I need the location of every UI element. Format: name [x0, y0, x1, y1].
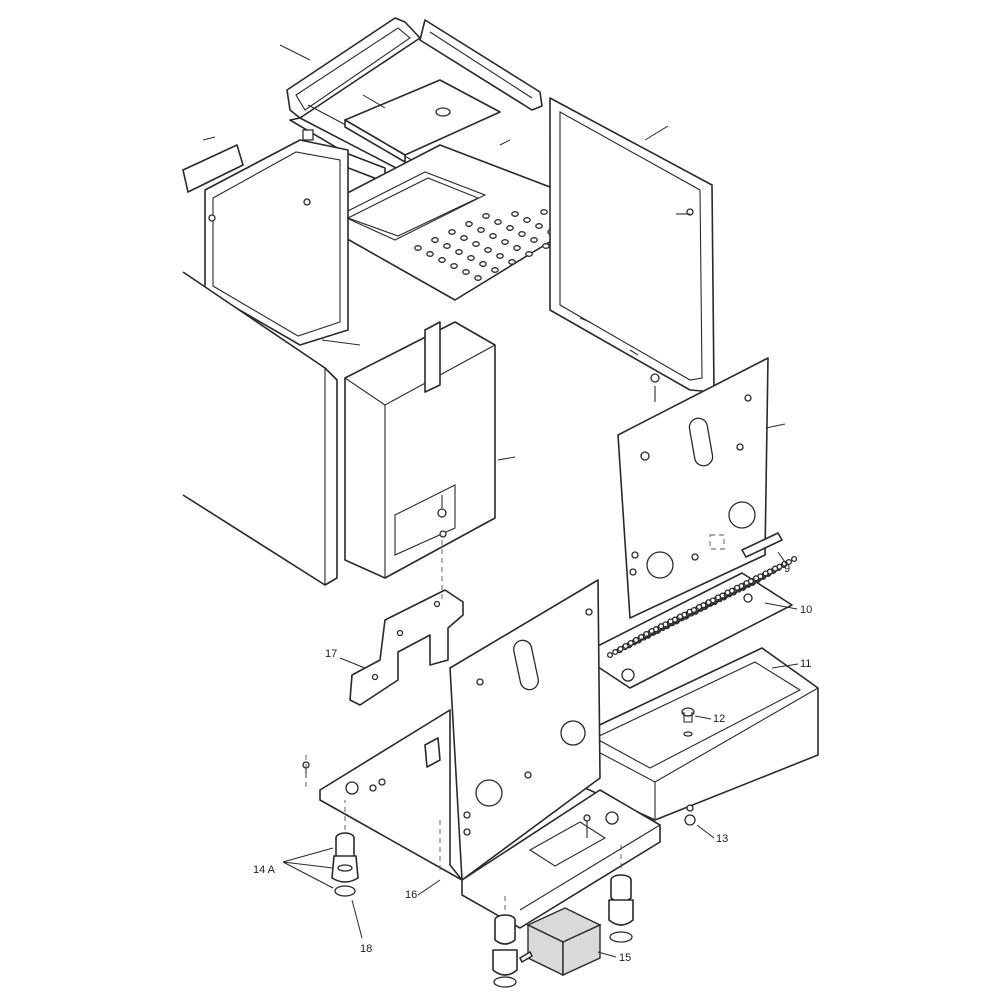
grille-hole: [643, 630, 650, 638]
left-inner-panel: [182, 136, 349, 346]
vent-hole: [513, 245, 521, 251]
vent-hole: [523, 217, 531, 223]
vent-hole: [508, 259, 516, 265]
callout-16: 16: [405, 889, 417, 901]
vent-hole: [474, 275, 482, 281]
float-part: [681, 707, 695, 737]
vent-hole: [496, 253, 504, 259]
grille-hole: [658, 623, 665, 630]
bracket: [349, 589, 464, 706]
grille-hole: [696, 603, 703, 611]
vent-hole: [530, 237, 538, 243]
foot-left-bottom: [331, 855, 359, 897]
screws: [302, 530, 696, 826]
vent-hole: [489, 233, 497, 239]
vent-hole: [506, 225, 514, 231]
grille-hole: [705, 599, 712, 606]
grille-hole: [648, 627, 655, 635]
vent-hole: [501, 239, 509, 245]
grille-hole: [622, 642, 629, 650]
grille-hole: [606, 651, 614, 659]
grille-hole: [724, 589, 731, 596]
callout-13: 13: [716, 833, 728, 845]
vent-hole: [438, 257, 446, 263]
callout-9: 9: [784, 563, 790, 575]
vent-hole: [460, 235, 468, 241]
grille-hole: [753, 575, 760, 582]
assembly-lines: [305, 540, 622, 910]
callout-labels: 9 10 11 12 13 14 A 15 16 17 18: [253, 563, 812, 964]
vent-hole: [525, 251, 533, 257]
vent-hole: [542, 243, 550, 249]
foot-right-bottom: [608, 899, 634, 943]
vent-hole: [455, 249, 463, 255]
top-perforated-cover: [304, 144, 606, 301]
callout-11: 11: [800, 658, 811, 670]
grille-hole: [612, 648, 619, 656]
grille-hole: [762, 570, 769, 577]
vent-hole: [467, 255, 475, 261]
vent-hole: [484, 247, 492, 253]
drain-box: [519, 907, 602, 977]
callout-14a: 14 A: [253, 864, 276, 876]
vent-hole: [479, 261, 487, 267]
callout-12: 12: [713, 713, 725, 725]
vent-hole: [431, 237, 439, 243]
callout-18: 18: [360, 943, 372, 955]
vent-hole: [448, 229, 456, 235]
vent-hole: [540, 209, 548, 215]
vent-hole: [443, 243, 451, 249]
vent-hole: [414, 245, 422, 251]
leader-lines: [279, 44, 799, 958]
grille-hole: [617, 645, 624, 653]
foot-mid-top: [494, 914, 516, 945]
left-outer-panel: [182, 271, 338, 586]
square-marker: [302, 129, 314, 141]
foot-mid-bottom: [492, 949, 518, 988]
callout-17: 17: [325, 648, 337, 660]
grille-hole: [743, 579, 750, 587]
grille-hole: [638, 633, 645, 641]
back-panel: [617, 357, 769, 619]
vent-hole: [535, 223, 543, 229]
vent-hole: [450, 263, 458, 269]
vent-hole: [494, 219, 502, 225]
grille-hole: [667, 618, 674, 625]
vent-hole: [482, 213, 490, 219]
grille-hole: [677, 613, 684, 620]
foot-right-top: [610, 874, 632, 903]
grille-hole: [734, 584, 741, 591]
base-frame: [319, 579, 661, 929]
grille-hole: [715, 594, 722, 601]
badge-plate: [741, 532, 783, 558]
vent-hole: [511, 211, 519, 217]
callout-15: 15: [619, 952, 631, 964]
vent-hole: [472, 241, 480, 247]
vent-holes: [414, 209, 555, 281]
grille-hole: [627, 639, 634, 647]
grille-hole: [772, 565, 779, 572]
grille-hole: [791, 555, 798, 563]
feet: [331, 832, 634, 988]
vent-hole: [465, 221, 473, 227]
right-side-panel: [549, 97, 715, 402]
vent-hole: [462, 269, 470, 275]
drip-grille: [579, 555, 798, 689]
vent-hole: [518, 231, 526, 237]
vent-hole: [491, 267, 499, 273]
grille-hole: [632, 636, 640, 644]
vent-hole: [426, 251, 434, 257]
boiler-housing: [344, 321, 496, 579]
top-rail-frame: [286, 17, 543, 189]
callout-10: 10: [800, 604, 812, 616]
grille-hole: [686, 608, 693, 615]
vent-hole: [477, 227, 485, 233]
